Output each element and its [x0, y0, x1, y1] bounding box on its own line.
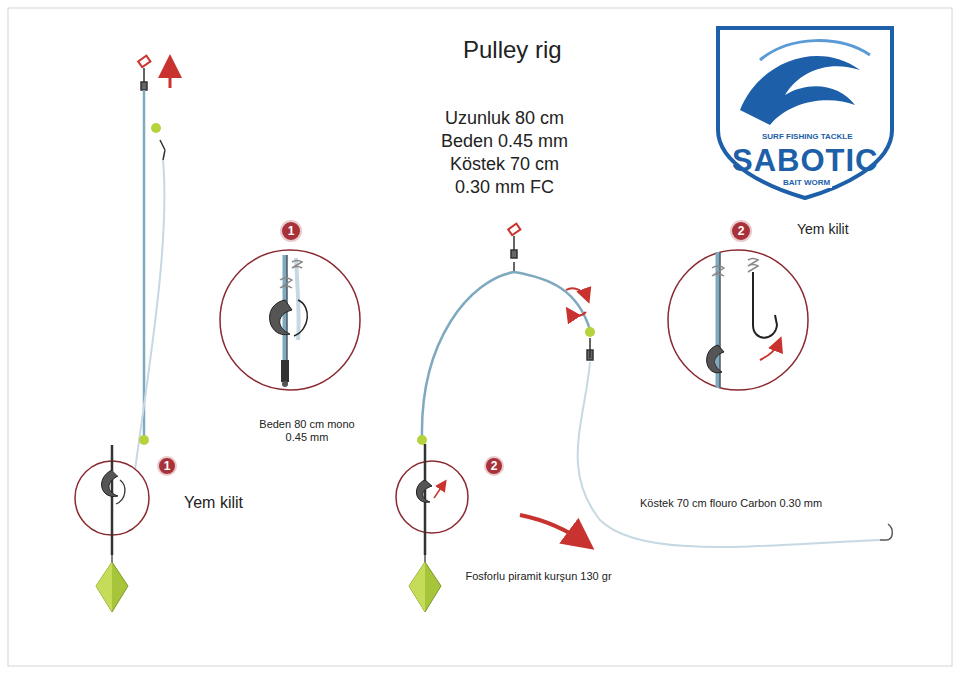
- spec-line: Köstek 70 cm: [450, 154, 559, 176]
- spec-line: 0.30 mm FC: [455, 177, 554, 199]
- callout-circle: 2: [484, 456, 504, 476]
- sinker-spec: Fosforlu piramit kurşun 130 gr: [456, 570, 621, 583]
- callout-number: 1: [288, 225, 295, 237]
- line-spec: Beden 80 cm mono 0.45 mm: [257, 418, 357, 444]
- diagram-title: Pulley rig: [463, 36, 562, 65]
- leader-spec: Köstek 70 cm flouro Carbon 0.30 mm: [640, 497, 822, 510]
- left-rig: [75, 56, 170, 612]
- part-label: Yem kilit: [797, 221, 849, 238]
- detail-circle-2: [668, 250, 808, 390]
- callout-circle: 2: [730, 220, 752, 242]
- middle-rig: [396, 224, 892, 612]
- callout-number: 2: [738, 225, 745, 237]
- callout-number: 1: [164, 460, 171, 472]
- callout-number: 2: [491, 460, 498, 472]
- spec-line: Uzunluk 80 cm: [445, 108, 564, 130]
- spec-line: Beden 0.45 mm: [441, 131, 568, 153]
- logo-tagline: SURF FISHING TACKLE: [760, 132, 855, 142]
- logo-wordmark: SABOTIC: [732, 142, 879, 179]
- detail-circle-1: [220, 250, 360, 390]
- callout-circle: 1: [157, 456, 177, 476]
- brand-logo: [718, 28, 892, 198]
- logo-subtitle: BAIT WORM: [781, 178, 832, 188]
- part-label: Yem kilit: [184, 493, 243, 512]
- callout-circle: 1: [280, 220, 302, 242]
